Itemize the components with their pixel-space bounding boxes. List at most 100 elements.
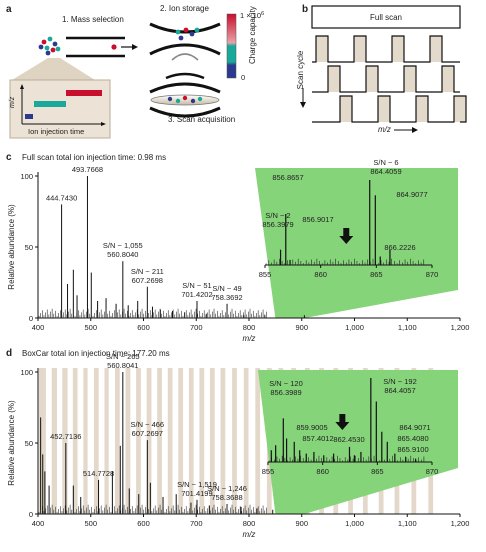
inset-x-tick-label: 870 [426, 270, 439, 279]
y-tick-label: 0 [29, 510, 33, 519]
x-tick-label: 600 [137, 519, 150, 528]
boxcar-window-14 [178, 368, 184, 514]
panel-b: b Full scan Scan cycle m/z [296, 4, 467, 134]
injection-time-plot [9, 79, 111, 139]
bar-red [66, 90, 102, 96]
x-tick-label: 1,200 [451, 323, 470, 332]
ion-storage-trap [149, 22, 221, 61]
inset-x-tick-label: 870 [426, 467, 439, 476]
x-tick-label: 700 [190, 519, 203, 528]
panel-b-letter: b [302, 4, 308, 15]
y-tick-label: 0 [29, 314, 33, 323]
boxcar-trace-1 [312, 35, 460, 63]
inset-peak-label: S/N ~ 120 [269, 379, 303, 388]
inset-peak-label: 856.8657 [272, 173, 303, 182]
boxcar-window-2-4 [442, 66, 454, 92]
charge-capacity-label: Charge capacity [248, 6, 257, 64]
boxcar-window-20 [243, 368, 249, 514]
cap-max-label: 1 × 106 [240, 11, 264, 20]
inset-peak-label: 864.9077 [396, 190, 427, 199]
ion-injection-time-label: Ion injection time [28, 127, 84, 136]
boxcar-window-17 [209, 368, 215, 514]
peak-label: 758.3688 [211, 493, 242, 502]
boxcar-window-16 [199, 368, 205, 514]
y-tick-label: 50 [25, 439, 33, 448]
boxcar-window-2-3 [404, 66, 416, 92]
boxcar-window-8 [115, 368, 120, 514]
full-scan-label: Full scan [370, 13, 402, 22]
boxcar-window-1-3 [392, 36, 404, 62]
bar-teal [34, 101, 66, 107]
boxcar-window-3 [62, 368, 68, 514]
arrow-down-icon [300, 102, 306, 108]
boxcar-window-1-4 [430, 36, 442, 62]
arrow-down-icon [335, 414, 350, 430]
peak-label: 514.7728 [83, 469, 114, 478]
peak-label: 701.4199 [181, 489, 212, 498]
cap-min-label: 0 [241, 73, 245, 82]
selected-ion-icon [111, 44, 117, 50]
panel-c-title: Full scan total ion injection time: 0.98… [22, 153, 166, 162]
boxcar-window-1-2 [354, 36, 366, 62]
inset-peak-label: 864.4057 [384, 386, 415, 395]
boxcar-window-3-1 [340, 96, 352, 122]
inset-x-tick-label: 855 [262, 467, 275, 476]
y-tick-label: 100 [20, 368, 33, 377]
inset-peak-label: S/N ~ 6 [373, 158, 398, 167]
zoom-wedge [12, 58, 95, 80]
boxcar-window-2 [51, 368, 57, 514]
peak-label: 607.2698 [132, 276, 163, 285]
inset-peak-label: 859.9005 [296, 423, 327, 432]
boxcar-window-1-1 [316, 36, 328, 62]
peak-label: 560.8041 [107, 361, 138, 370]
peak-label: 758.3692 [211, 293, 242, 302]
boxcar-scan-waves [312, 35, 467, 123]
panel-c: c Full scan total ion injection time: 0.… [6, 152, 469, 343]
arrow-right-icon [412, 127, 418, 133]
x-tick-label: 400 [32, 519, 45, 528]
x-axis-label: m/z [243, 530, 256, 539]
boxcar-trace-3 [312, 95, 467, 123]
peak-label: S/N ~ 1,055 [103, 241, 143, 250]
y-axis-label: Relative abundance (%) [7, 204, 16, 290]
boxcar-window-2-1 [328, 66, 340, 92]
ion-cloud-icon [38, 36, 61, 56]
boxcar-window-3-3 [416, 96, 428, 122]
boxcar-window-18 [220, 368, 226, 514]
scan-acquisition-trap [149, 72, 221, 118]
boxcar-window-10 [136, 368, 141, 514]
boxcar-window-6 [93, 368, 99, 514]
boxcar-window-7 [104, 368, 109, 514]
y-axis-label: Relative abundance (%) [7, 400, 16, 486]
boxcar-window-9 [125, 368, 131, 514]
panel-a-letter: a [6, 4, 12, 15]
peak-label: 493.7668 [72, 165, 103, 174]
boxcar-window-2-2 [366, 66, 378, 92]
inset-peak-label: 856.3979 [262, 220, 293, 229]
x-tick-label: 700 [190, 323, 203, 332]
bar-blue [25, 114, 33, 119]
panel-d-title: BoxCar total ion injection time: 177.20 … [22, 349, 170, 358]
full-scan-box [311, 5, 461, 29]
peak-label: 607.2697 [132, 429, 163, 438]
x-tick-label: 900 [295, 323, 308, 332]
mz-axis-label: m/z [9, 96, 16, 108]
x-tick-label: 1,100 [398, 323, 417, 332]
boxcar-window-21 [255, 368, 261, 514]
charge-capacity-colorbar [226, 13, 237, 79]
boxcar-window-15 [188, 368, 194, 514]
arrow-right-icon [132, 44, 138, 50]
x-tick-label: 1,100 [398, 519, 417, 528]
inset-peak-label: S/N ~ 2 [265, 211, 290, 220]
peak-label: 444.7430 [46, 193, 77, 202]
step-scan-acquisition: 3. Scan acquisition [168, 115, 235, 124]
boxcar-window-19 [232, 368, 237, 514]
scan-cycle-label: Scan cycle [296, 50, 305, 89]
panel-d: d BoxCar total ion injection time: 177.2… [6, 348, 469, 539]
x-tick-label: 800 [243, 323, 256, 332]
inset-peak-label: 865.4080 [397, 434, 428, 443]
x-tick-label: 400 [32, 323, 45, 332]
inset-peak-label: 865.9100 [397, 445, 428, 454]
peak-label: S/N ~ 265 [106, 352, 140, 361]
